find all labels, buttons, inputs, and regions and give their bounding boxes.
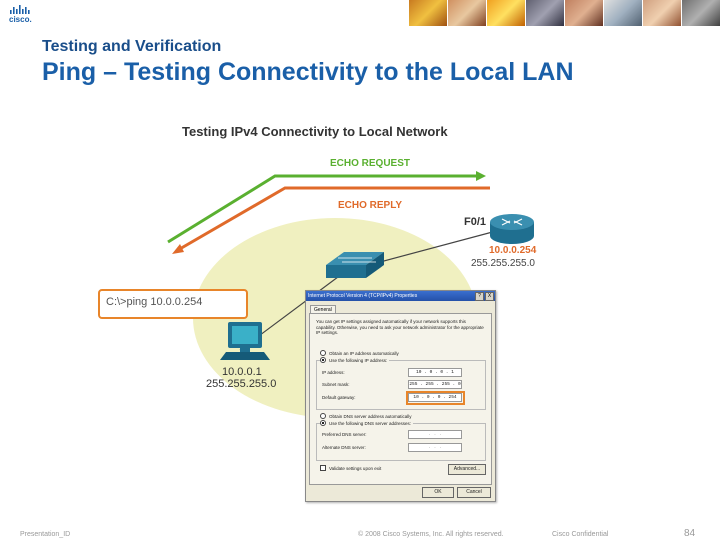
alternate-dns-input[interactable]: . . . [408,443,462,452]
validate-checkbox[interactable] [320,465,326,471]
header-photo [642,0,681,26]
ok-button[interactable]: OK [422,487,454,498]
alternate-dns-label: Alternate DNS server: [322,445,366,450]
pc-ip-label: 10.0.0.1 [222,366,262,378]
advanced-button[interactable]: Advanced... [448,464,486,475]
obtain-dns-auto-option[interactable]: Obtain DNS server address automatically [320,413,412,419]
slide-title: Ping – Testing Connectivity to the Local… [42,58,574,86]
use-following-dns-label: Use the following DNS server addresses: [329,420,412,426]
help-button[interactable]: ? [475,292,484,301]
header-photo [681,0,720,26]
header-photo [525,0,564,26]
cisco-logo: cisco. [9,5,32,24]
validate-label: Validate settings upon exit [329,465,382,471]
use-following-dns-option[interactable]: Use the following DNS server addresses: [320,420,414,426]
preferred-dns-label: Preferred DNS server: [322,432,367,437]
footer-confidential: Cisco Confidential [552,531,609,538]
echo-request-arrow [167,174,480,244]
use-following-ip-option[interactable]: Use the following IP address: [320,357,390,363]
header-photo-strip [408,0,720,26]
header-photo [408,0,447,26]
switch-router-cable [379,229,501,263]
tab-general[interactable]: General [310,305,336,314]
subnet-mask-input[interactable]: 255 . 255 . 255 . 0 [408,380,462,389]
ip-address-label: IP address: [322,370,345,375]
ipv4-properties-dialog: Internet Protocol Version 4 (TCP/IPv4) P… [305,290,496,502]
cancel-button[interactable]: Cancel [457,487,491,498]
ip-address-input[interactable]: 10 . 0 . 0 . 1 [408,368,462,377]
echo-request-label: ECHO REQUEST [330,158,411,169]
cisco-logo-text: cisco. [9,15,32,24]
default-gateway-input[interactable]: 10 . 0 . 0 . 254 [408,393,462,402]
dialog-titlebar[interactable]: Internet Protocol Version 4 (TCP/IPv4) P… [306,291,495,301]
pc-mask-label: 255.255.255.0 [206,378,277,390]
echo-reply-arrowhead [172,244,184,254]
use-following-ip-label: Use the following IP address: [329,357,388,363]
footer-presentation-id: Presentation_ID [20,531,71,538]
header-photo [486,0,525,26]
router-interface-label: F0/1 [464,216,487,228]
router-mask-label: 255.255.255.0 [471,258,535,269]
preferred-dns-input[interactable]: . . . [408,430,462,439]
use-following-dns-radio[interactable] [320,420,326,426]
echo-reply-label: ECHO REPLY [338,200,403,211]
dialog-panel: You can get IP settings assigned automat… [309,313,492,485]
header-photo [564,0,603,26]
switch-icon [326,252,384,278]
validate-option[interactable]: Validate settings upon exit [320,465,381,471]
header-photo [447,0,486,26]
slide-subtitle: Testing and Verification [42,38,222,55]
default-gateway-label: Default gateway: [322,395,356,400]
obtain-dns-auto-radio[interactable] [320,413,326,419]
diagram-title: Testing IPv4 Connectivity to Local Netwo… [182,124,448,139]
subnet-mask-label: Subnet mask: [322,382,350,387]
ip-address-group [316,360,486,410]
echo-request-arrowhead [476,171,486,181]
router-icon [490,214,534,244]
close-button[interactable]: X [485,292,494,301]
obtain-ip-auto-option[interactable]: Obtain an IP address automatically [320,350,399,356]
gateway-highlight [406,391,465,405]
command-callout: C:\>ping 10.0.0.254 [98,289,248,319]
ping-command: C:\>ping 10.0.0.254 [106,296,203,308]
dns-group [316,423,486,461]
obtain-ip-auto-label: Obtain an IP address automatically [329,350,399,356]
header-bar: cisco. [0,0,720,30]
page-number: 84 [684,528,696,539]
pc-icon [220,322,270,360]
dialog-description: You can get IP settings assigned automat… [316,319,484,335]
obtain-ip-auto-radio[interactable] [320,350,326,356]
echo-reply-arrow [177,186,490,252]
router-ip-label: 10.0.0.254 [489,245,537,256]
footer-copyright: © 2008 Cisco Systems, Inc. All rights re… [358,531,504,538]
header-photo [603,0,642,26]
obtain-dns-auto-label: Obtain DNS server address automatically [329,413,412,419]
dialog-title: Internet Protocol Version 4 (TCP/IPv4) P… [308,293,418,299]
use-following-ip-radio[interactable] [320,357,326,363]
